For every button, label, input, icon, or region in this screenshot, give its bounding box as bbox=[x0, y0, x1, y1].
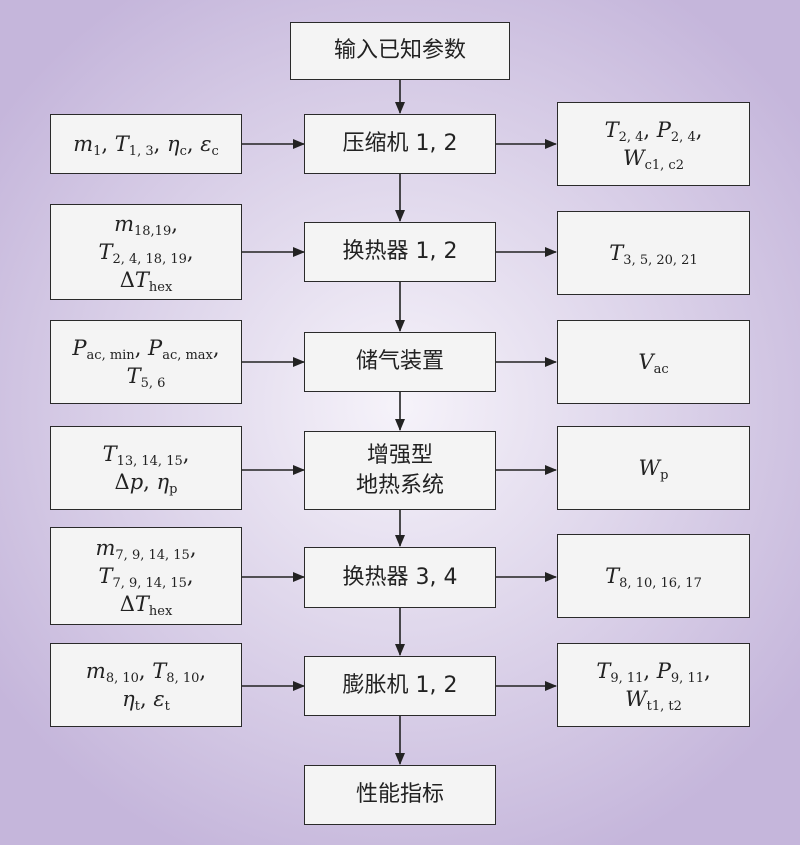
output-line: T2, 4, P2, 4, bbox=[604, 118, 703, 145]
step-label-line-2: 地热系统 bbox=[355, 472, 444, 498]
input-box-expander: m8, 10, T8, 10, ηt, εt bbox=[50, 643, 242, 727]
step-expander: 膨胀机 1, 2 bbox=[304, 656, 496, 716]
input-line: ΔThex bbox=[119, 592, 173, 619]
output-box-heat-exchanger-3-4: T8, 10, 16, 17 bbox=[557, 534, 750, 618]
step-heat-exchanger-3-4: 换热器 3, 4 bbox=[304, 547, 496, 608]
input-box-heat-exchanger-3-4: m7, 9, 14, 15, T7, 9, 14, 15, ΔThex bbox=[50, 527, 242, 625]
step-label: 储气装置 bbox=[355, 349, 444, 374]
input-box-geothermal: T13, 14, 15, Δp, ηp bbox=[50, 426, 242, 510]
input-line: ΔThex bbox=[119, 268, 173, 295]
input-line: T13, 14, 15, bbox=[102, 442, 190, 469]
step-label: 输入已知参数 bbox=[333, 38, 466, 63]
step-heat-exchanger-1-2: 换热器 1, 2 bbox=[304, 222, 496, 282]
output-line: Vac bbox=[638, 350, 669, 377]
input-box-heat-exchanger-1-2: m18,19, T2, 4, 18, 19, ΔThex bbox=[50, 204, 242, 300]
input-line: m8, 10, T8, 10, bbox=[85, 659, 207, 686]
input-line: m7, 9, 14, 15, bbox=[95, 536, 197, 563]
output-box-heat-exchanger-1-2: T3, 5, 20, 21 bbox=[557, 211, 750, 295]
step-label: 换热器 1, 2 bbox=[342, 239, 458, 264]
step-enhanced-geothermal-system: 增强型 地热系统 bbox=[304, 431, 496, 510]
input-line: T5, 6 bbox=[126, 364, 166, 391]
output-box-geothermal: Wp bbox=[557, 426, 750, 510]
input-line: T7, 9, 14, 15, bbox=[98, 564, 194, 591]
step-label: 性能指标 bbox=[355, 782, 444, 807]
input-line: ηt, εt bbox=[122, 687, 170, 714]
output-box-gas-storage: Vac bbox=[557, 320, 750, 404]
input-box-compressor: m1, T1, 3, ηc, εc bbox=[50, 114, 242, 174]
output-line: Wp bbox=[638, 456, 669, 483]
input-line: T2, 4, 18, 19, bbox=[98, 240, 194, 267]
step-input-known-params: 输入已知参数 bbox=[290, 22, 510, 80]
step-gas-storage: 储气装置 bbox=[304, 332, 496, 392]
step-label: 压缩机 1, 2 bbox=[342, 131, 458, 156]
output-line: T9, 11, P9, 11, bbox=[596, 659, 711, 686]
output-box-expander: T9, 11, P9, 11, Wt1, t2 bbox=[557, 643, 750, 727]
step-performance-index: 性能指标 bbox=[304, 765, 496, 825]
output-line: T3, 5, 20, 21 bbox=[609, 241, 698, 268]
input-line: m18,19, bbox=[114, 212, 178, 239]
input-box-gas-storage: Pac, min, Pac, max, T5, 6 bbox=[50, 320, 242, 404]
output-line: Wt1, t2 bbox=[625, 687, 682, 714]
input-line: Pac, min, Pac, max, bbox=[72, 336, 220, 363]
step-label: 膨胀机 1, 2 bbox=[342, 673, 458, 698]
output-box-compressor: T2, 4, P2, 4, Wc1, c2 bbox=[557, 102, 750, 186]
step-label: 换热器 3, 4 bbox=[342, 564, 458, 590]
output-line: T8, 10, 16, 17 bbox=[605, 564, 702, 591]
input-line: m1, T1, 3, ηc, εc bbox=[73, 132, 219, 159]
step-label-line-1: 增强型 bbox=[366, 442, 433, 468]
step-compressor: 压缩机 1, 2 bbox=[304, 114, 496, 174]
input-line: Δp, ηp bbox=[114, 470, 178, 497]
output-line: Wc1, c2 bbox=[623, 146, 684, 173]
